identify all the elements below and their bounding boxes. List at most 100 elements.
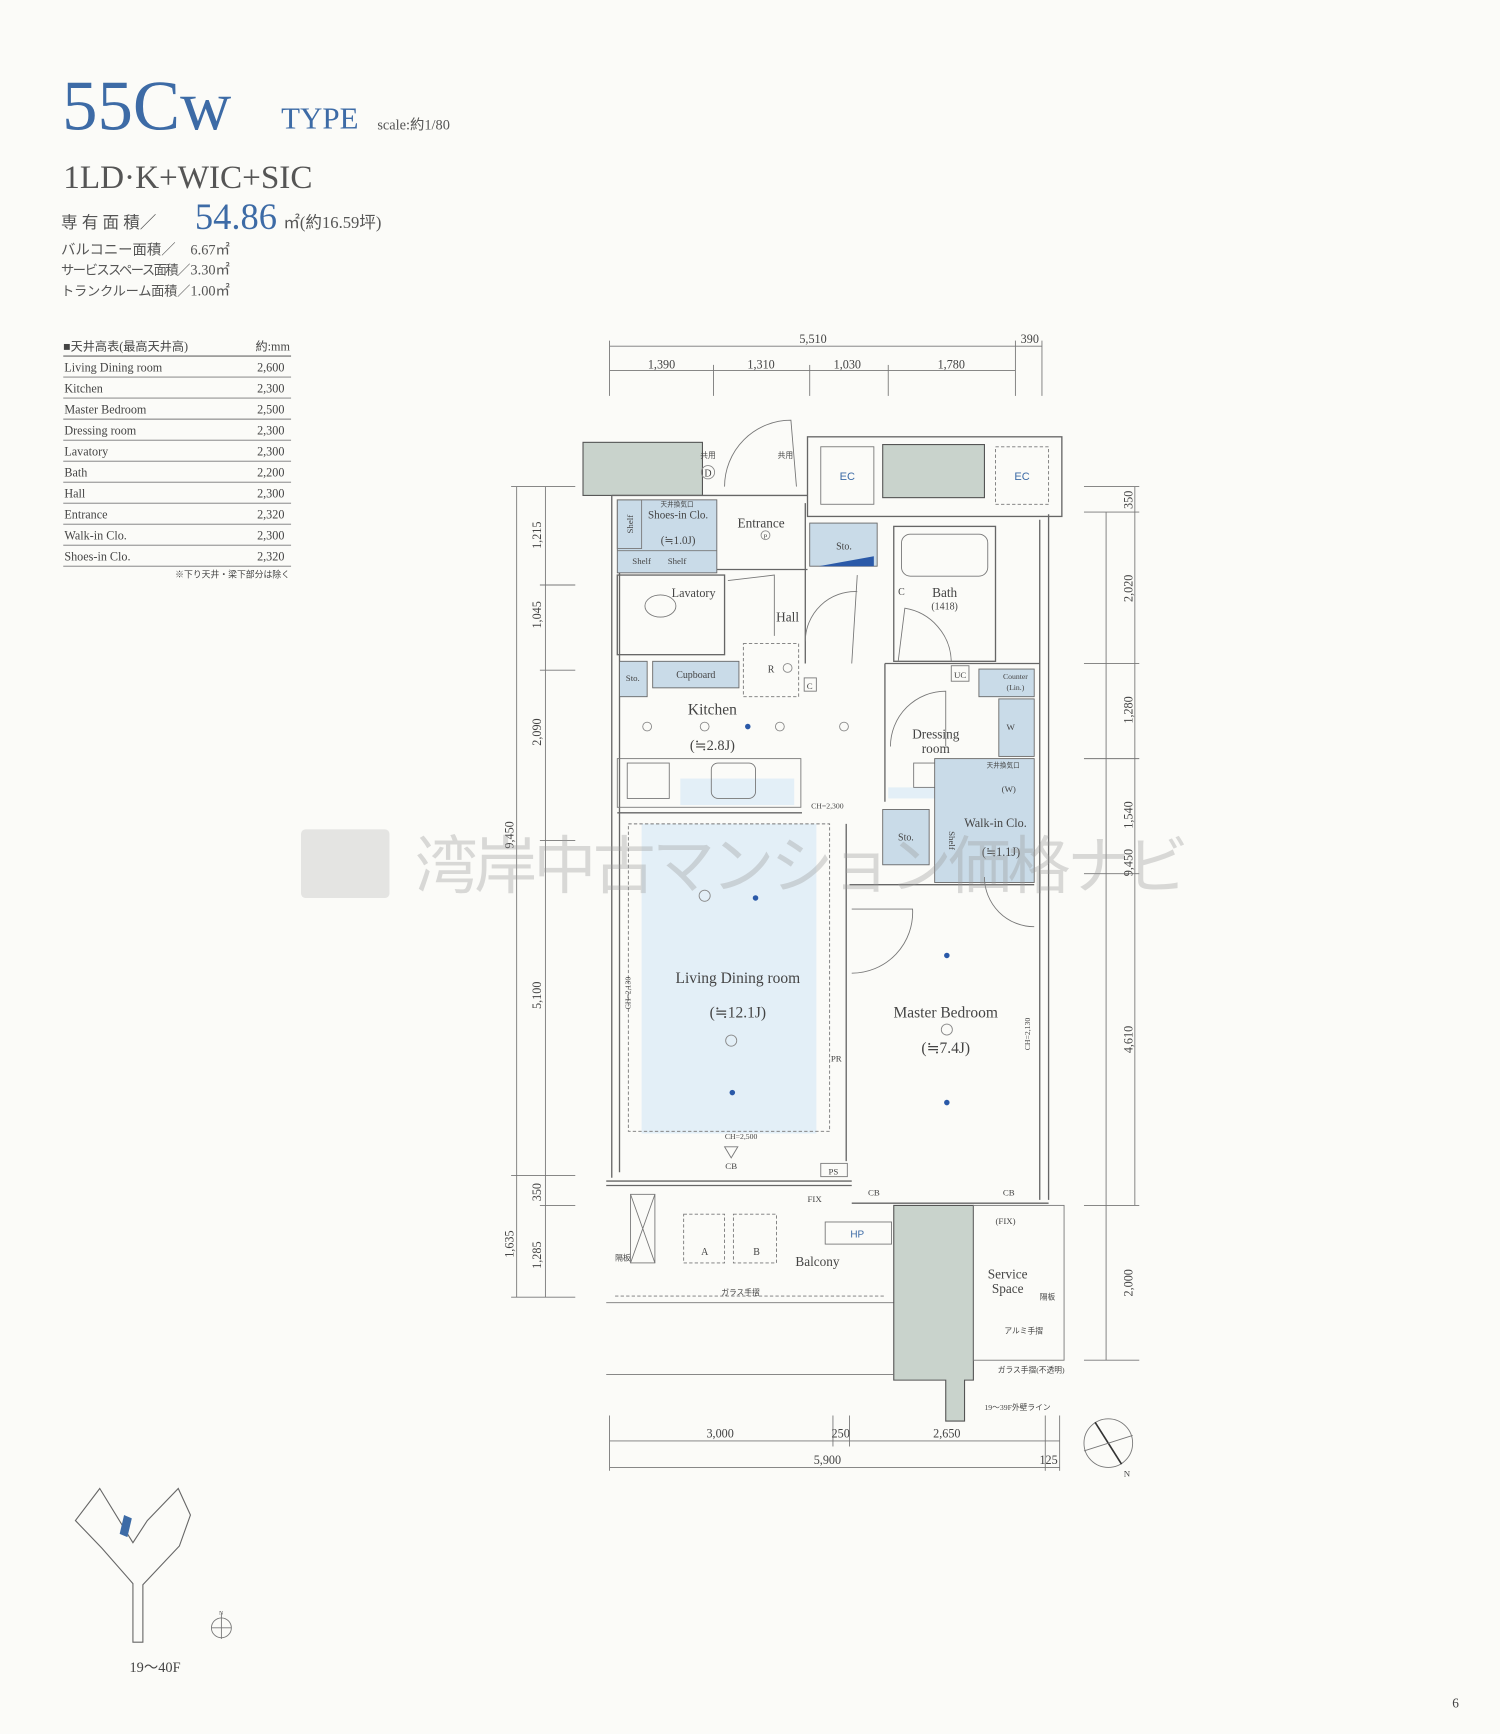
- sub-area-label: トランクルーム面積／: [61, 283, 190, 298]
- table-unit: 約:mm: [256, 339, 291, 354]
- plan-linework: [940, 1023, 953, 1036]
- type-word: TYPE: [281, 100, 358, 135]
- left-dim-labels: 1,215 1,045 2,090 5,100 350 1,285 9,450 …: [502, 522, 544, 1269]
- cb-marker: [723, 1146, 739, 1159]
- service-label-1: Service: [988, 1266, 1028, 1281]
- counter-label: Counter: [1003, 672, 1028, 681]
- ceiling-height-note: CH=2,300: [811, 801, 844, 810]
- c-label: C: [807, 681, 813, 691]
- dim-right-part: 350: [1122, 491, 1136, 509]
- dressing-door[interactable]: [890, 690, 947, 747]
- dim-bottom-total: 5,900: [814, 1453, 841, 1467]
- ldr-area: (≒12.1J): [710, 1004, 766, 1021]
- bath-size: (1418): [931, 601, 958, 612]
- ps-box: [820, 1162, 848, 1178]
- table-row-height: 2,600: [257, 361, 284, 375]
- cb-label: CB: [725, 1161, 737, 1171]
- dim-left-total: 9,450: [502, 821, 516, 848]
- cb-label: CB: [1003, 1187, 1015, 1197]
- table-row-height: 2,300: [257, 382, 284, 396]
- wic-area: (≒1.1J): [982, 845, 1020, 859]
- cupboard-label: Cupboard: [676, 670, 715, 681]
- dim-ticks: [609, 340, 1043, 396]
- fix-label: (FIX): [996, 1216, 1016, 1226]
- hall-door[interactable]: [804, 575, 858, 664]
- plan-linework: [729, 1089, 736, 1096]
- bath-label: Bath: [932, 585, 957, 600]
- area-unit: ㎡(約16.59坪): [283, 213, 381, 232]
- plan-linework: [699, 721, 710, 732]
- uc-label: UC: [954, 670, 966, 680]
- vent-label: 天井換気口: [987, 760, 1020, 769]
- refrigerator-space: [742, 643, 800, 698]
- column: [893, 1204, 974, 1422]
- table-row-room: Master Bedroom: [64, 403, 147, 417]
- bedroom-door[interactable]: [851, 908, 914, 974]
- building-outline: [74, 1487, 192, 1643]
- sub-area-value: 1.00㎡: [190, 282, 230, 299]
- plan-linework: [752, 895, 759, 901]
- cooktop: [626, 762, 670, 799]
- dim-ticks: [609, 1415, 1061, 1471]
- master-label: Master Bedroom: [894, 1004, 998, 1021]
- interior-wall: [617, 812, 847, 1162]
- table-row-room: Walk-in Clo.: [64, 529, 127, 543]
- table-row-height: 2,320: [257, 508, 284, 522]
- sink: [710, 762, 756, 799]
- storage-label: Sto.: [898, 832, 914, 843]
- dim-right-part: 1,540: [1122, 801, 1136, 828]
- outer-wall: [611, 494, 1050, 1200]
- storage-unit: [630, 1193, 656, 1264]
- partition-label: 隔板: [1040, 1291, 1056, 1301]
- toilet: [644, 594, 677, 618]
- bath-door[interactable]: [897, 607, 952, 662]
- storage-unit-cross: [630, 1194, 656, 1264]
- type-code: 55Cw: [62, 67, 231, 145]
- shoes-closet-label: Shoes-in Clo.: [648, 510, 708, 522]
- plan-linework: [698, 889, 711, 902]
- window-line: [606, 1180, 1049, 1204]
- w-label: (W): [1002, 784, 1016, 794]
- table-row-height: 2,500: [257, 403, 284, 417]
- counter: [978, 668, 1035, 698]
- north-label: N: [219, 1611, 223, 1617]
- table-row-height: 2,300: [257, 487, 284, 501]
- layout-label: 1LD·K+WIC+SIC: [63, 159, 312, 196]
- key-compass-icon: N: [211, 1611, 232, 1639]
- storage: [882, 809, 930, 866]
- table-row-height: 2,300: [257, 529, 284, 543]
- dimensions: 5,510 390 1,390 1,310 1,030 1,780 1,215 …: [502, 332, 1140, 1471]
- dim-top-part: 1,030: [834, 357, 861, 371]
- wic-door[interactable]: [984, 876, 1035, 928]
- door-intercom-icon: [700, 465, 716, 480]
- table-row-room: Bath: [64, 466, 87, 480]
- uc-box: [950, 665, 970, 682]
- plan-linework: [745, 723, 751, 730]
- lavatory-door[interactable]: [727, 574, 775, 636]
- table-row-room: Dressing room: [64, 424, 136, 438]
- dim-left-total: 1,635: [502, 1230, 516, 1257]
- dim-top-part: 1,310: [747, 357, 774, 371]
- plan-linework: [774, 721, 785, 732]
- plan-linework: [725, 1034, 738, 1047]
- ceiling-height-note: CH=2,500: [725, 1132, 758, 1141]
- elevator-hall: [806, 436, 1063, 518]
- ac-b-label: B: [753, 1247, 760, 1258]
- p-icon: [760, 530, 771, 541]
- shoes-closet-area: (≒1.0J): [661, 535, 696, 547]
- entrance-door[interactable]: [724, 419, 797, 487]
- plan-linework: [944, 952, 950, 959]
- dim-top-total: 390: [1021, 332, 1039, 346]
- sub-area-value: 3.30㎡: [190, 261, 230, 278]
- dim-right-part: 2,020: [1122, 575, 1136, 602]
- dim-right-total: 2,000: [1122, 1269, 1136, 1296]
- column: [882, 444, 985, 499]
- entrance-label: Entrance: [737, 515, 784, 530]
- glass-rail-opaque-label: ガラス手摺(不透明): [998, 1364, 1065, 1374]
- sub-area-label: サービススペース面積／: [61, 262, 190, 277]
- dim-right-total: 9,450: [1122, 849, 1136, 876]
- key-plan: N 19〜40F: [74, 1487, 232, 1676]
- sub-area-label: バルコニー面積／: [61, 241, 176, 258]
- shelf-label: Shelf: [947, 831, 957, 850]
